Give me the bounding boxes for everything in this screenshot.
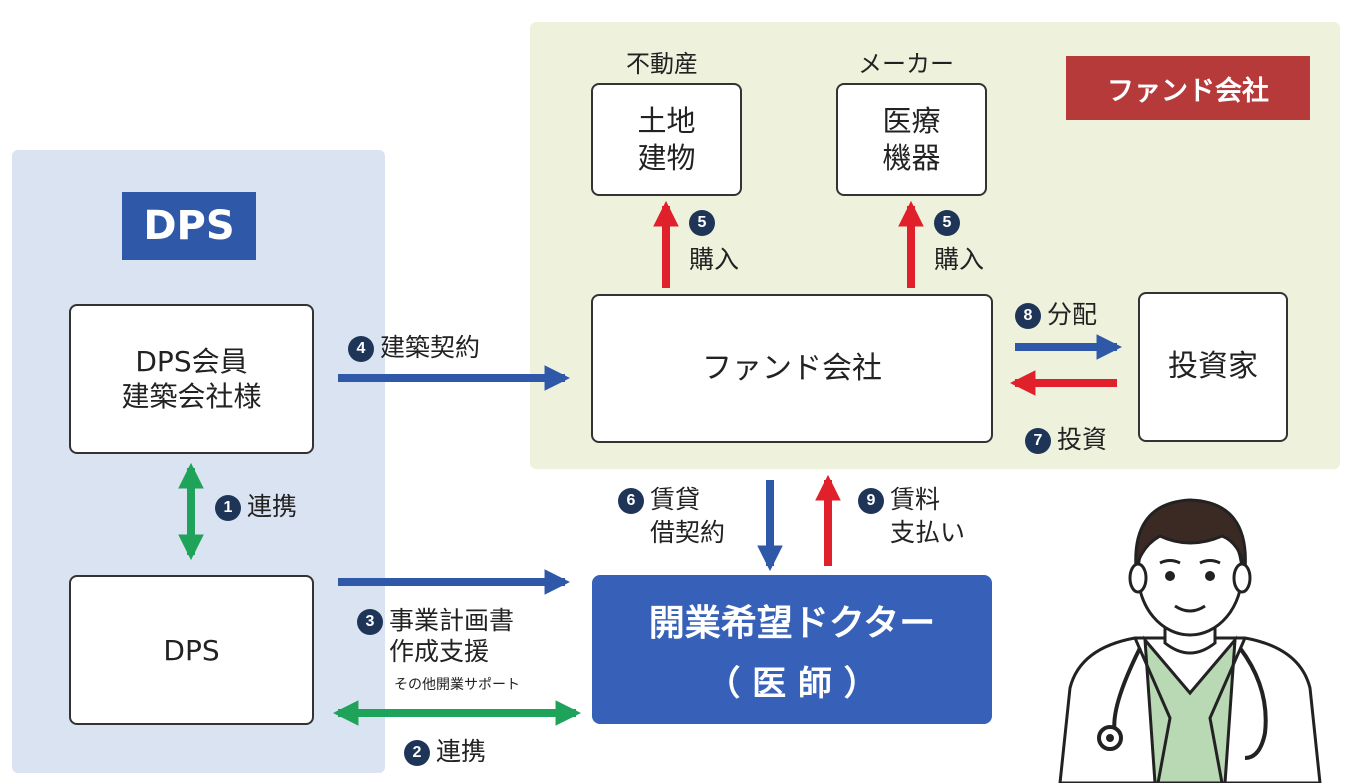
flow-9-text: 賃料 支払い (890, 485, 966, 547)
flow-5a-label: 5 購入 (689, 210, 739, 276)
flow-5a-text: 購入 (689, 245, 740, 274)
doctor-sub-label: （ 医 師 ） (706, 664, 878, 704)
flow-4-badge: 4 (348, 336, 374, 362)
flow-3-note: その他開業サポート (394, 677, 520, 693)
flow-5b-label: 5 購入 (934, 210, 984, 276)
medical-equipment-box: 医療 機器 (836, 83, 987, 196)
flow-3-label: 3 事業計画書 作成支援 (357, 605, 514, 668)
flow-4-text: 建築契約 (380, 333, 481, 362)
dps-member-box: DPS会員 建築会社様 (69, 304, 314, 454)
flow-3-badge: 3 (357, 609, 383, 635)
realestate-label: 不動産 (626, 50, 698, 78)
flow-9-label: 9 賃料 支払い (858, 484, 965, 549)
flow-8-text: 分配 (1047, 300, 1098, 329)
maker-label: メーカー (858, 50, 954, 78)
doctor-box: 開業希望ドクター （ 医 師 ） (592, 575, 992, 724)
investor-label: 投資家 (1168, 349, 1258, 385)
flow-7-badge: 7 (1025, 428, 1051, 454)
flow-6-badge: 6 (618, 488, 644, 514)
flow-5b-badge: 5 (934, 210, 960, 236)
medical-equipment-label: 医療 機器 (882, 104, 941, 175)
investor-box: 投資家 (1138, 292, 1288, 442)
dps-member-label: DPS会員 建築会社様 (121, 345, 262, 413)
land-building-box: 土地 建物 (591, 83, 742, 196)
land-building-label: 土地 建物 (637, 104, 696, 175)
doctor-label: 開業希望ドクター (648, 603, 936, 644)
fund-company-tag: ファンド会社 (1066, 56, 1310, 120)
flow-2-badge: 2 (404, 740, 430, 766)
fund-company-box: ファンド会社 (591, 294, 993, 443)
flow-8-badge: 8 (1015, 303, 1041, 329)
flow-5b-text: 購入 (934, 245, 985, 274)
dps-box: DPS (69, 575, 314, 725)
flow-6-label: 6 賃貸 借契約 (618, 484, 725, 549)
flow-9-badge: 9 (858, 488, 884, 514)
flow-5a-badge: 5 (689, 210, 715, 236)
flow-1-badge: 1 (215, 495, 241, 521)
fund-company-label: ファンド会社 (702, 350, 882, 386)
flow-7-text: 投資 (1057, 425, 1108, 454)
dps-tag: DPS (122, 192, 256, 260)
dps-label: DPS (163, 633, 220, 667)
flow-3-text: 事業計画書 作成支援 (389, 606, 515, 667)
flow-2-text: 連携 (436, 737, 487, 766)
flow-6-text: 賃貸 借契約 (650, 485, 726, 547)
doctor-illustration (1058, 498, 1322, 783)
flow-1-text: 連携 (247, 492, 298, 521)
